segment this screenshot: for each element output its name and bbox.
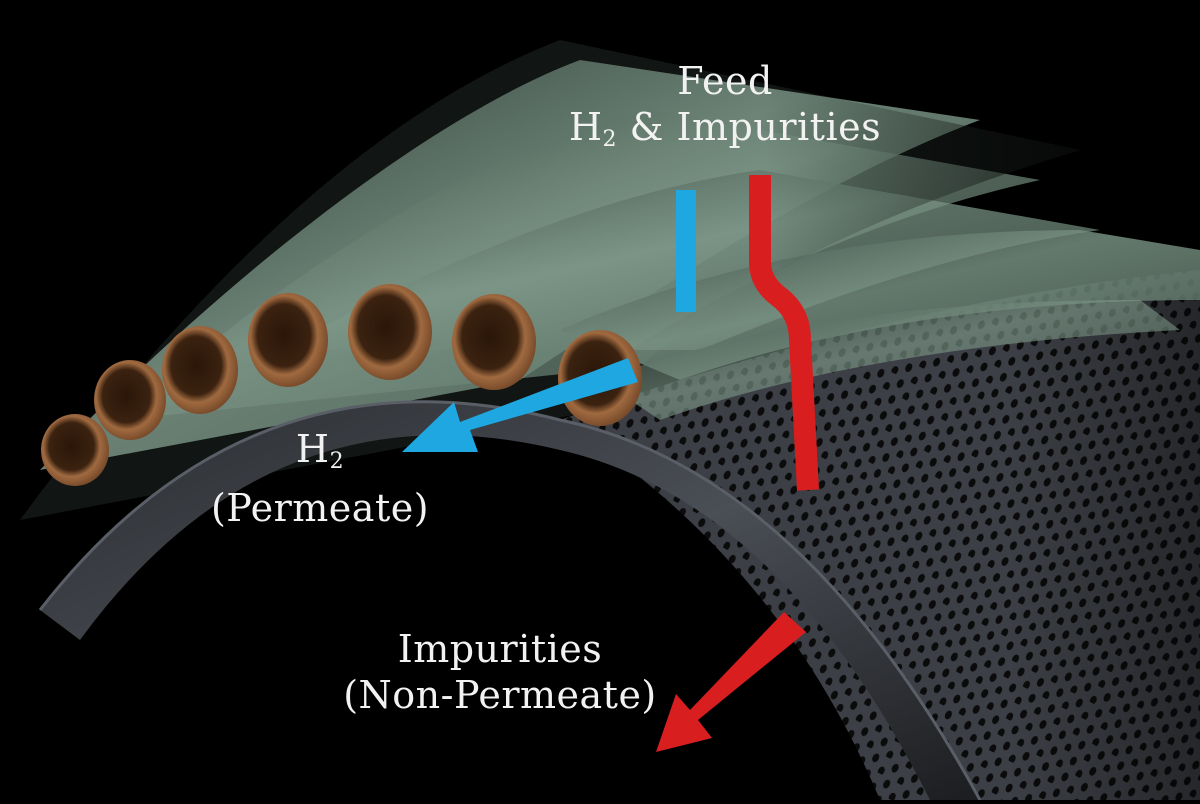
feed-h2-subscript: 2 bbox=[602, 127, 618, 152]
h2-flow-in bbox=[676, 190, 696, 312]
feed-title: Feed bbox=[677, 59, 773, 103]
perforated-core bbox=[560, 270, 1200, 800]
permeate-h2-text: H bbox=[295, 427, 330, 471]
feed-h2: H bbox=[568, 105, 603, 149]
module-shell bbox=[38, 400, 982, 801]
non-permeate-title: Impurities bbox=[397, 627, 603, 671]
feed-composition: H2 & Impurities bbox=[560, 104, 890, 163]
permeate-h2: H2 bbox=[200, 426, 440, 485]
permeate-label: H2 (Permeate) bbox=[200, 426, 440, 531]
fiber-ends bbox=[41, 284, 642, 486]
non-permeate-caption: (Non-Permeate) bbox=[343, 673, 657, 717]
impurity-flow-in bbox=[749, 175, 819, 491]
h2-arrow bbox=[402, 358, 638, 452]
non-permeate-label: Impurities (Non-Permeate) bbox=[330, 626, 670, 718]
feed-label: Feed H2 & Impurities bbox=[560, 58, 890, 163]
permeate-caption: (Permeate) bbox=[210, 486, 430, 530]
feed-rest: & Impurities bbox=[617, 105, 882, 149]
impurity-flow-arrow bbox=[656, 175, 819, 752]
impurity-arrow bbox=[656, 612, 806, 752]
h2-flow-arrow bbox=[402, 190, 696, 452]
permeate-h2-subscript: 2 bbox=[329, 449, 345, 474]
